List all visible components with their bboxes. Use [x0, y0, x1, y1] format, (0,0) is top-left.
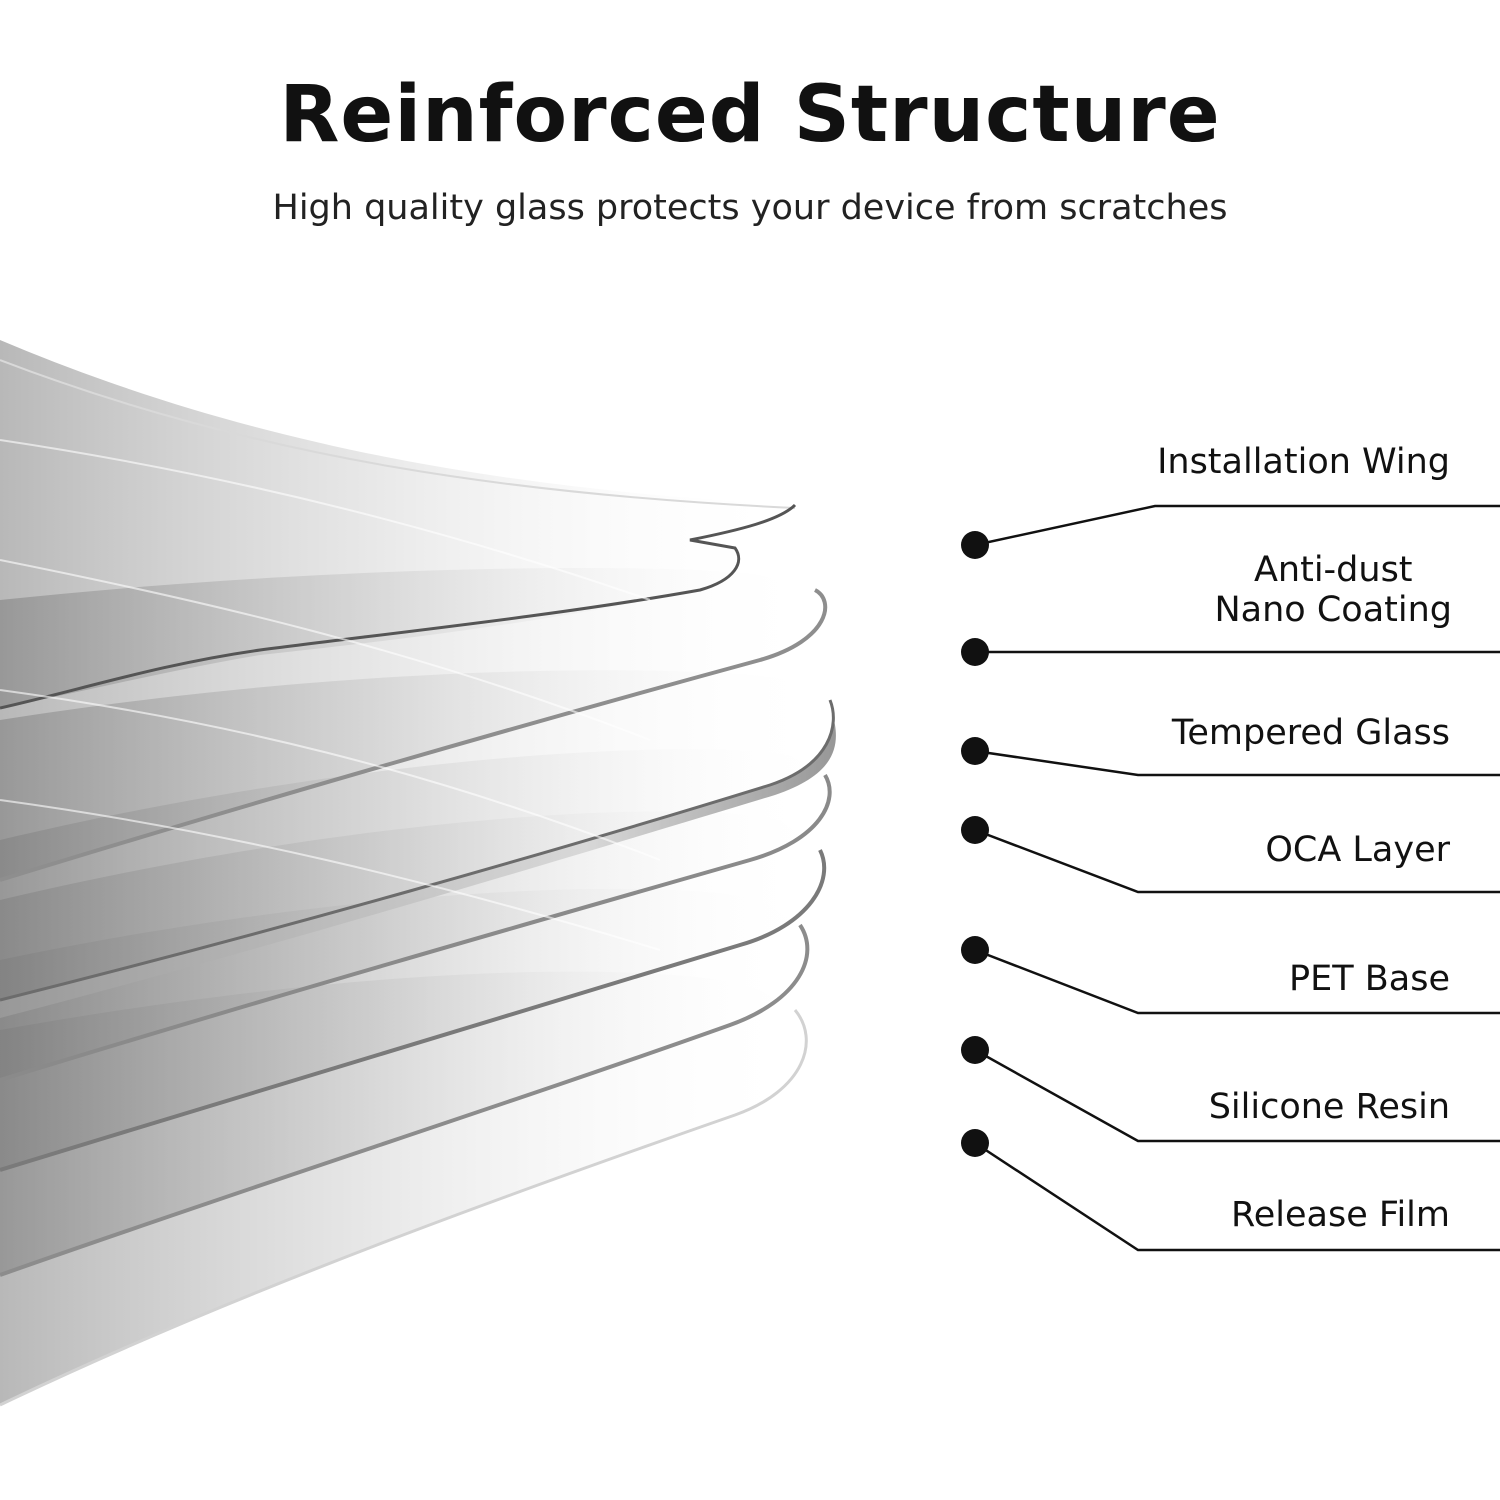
- sheet-reflections: [0, 439, 661, 951]
- page-subtitle: High quality glass protects your device …: [272, 188, 1228, 228]
- label-silicone-resin: Silicone Resin: [1208, 1087, 1450, 1127]
- leader-anti-dust: [961, 638, 1500, 666]
- bullet-dot: [961, 1129, 989, 1157]
- label-pet-base: PET Base: [1289, 959, 1450, 999]
- leader-release-film: [961, 1129, 1500, 1252]
- leader-pet-base: [961, 936, 1500, 1015]
- bullet-dot: [961, 737, 989, 765]
- bullet-dot: [961, 936, 989, 964]
- sheet-installation-wing: [0, 340, 797, 710]
- bullet-dot: [961, 816, 989, 844]
- label-tempered-glass: Tempered Glass: [1171, 713, 1450, 753]
- leader-oca-layer: [961, 816, 1500, 894]
- bullet-dot: [961, 531, 989, 559]
- leader-installation-wing: [961, 504, 1500, 559]
- leader-tempered-glass: [961, 737, 1500, 777]
- page-title: Reinforced Structure: [279, 70, 1221, 160]
- leader-silicone-resin: [961, 1036, 1500, 1143]
- bullet-dot: [961, 638, 989, 666]
- label-anti-dust: Anti-dust Nano Coating: [1215, 550, 1453, 630]
- label-anti-dust-line2: Nano Coating: [1214, 590, 1453, 630]
- label-anti-dust-line1: Anti-dust: [1253, 550, 1413, 590]
- label-release-film: Release Film: [1230, 1195, 1450, 1235]
- label-oca-layer: OCA Layer: [1265, 830, 1450, 870]
- label-installation-wing: Installation Wing: [1157, 442, 1450, 482]
- bullet-dot: [961, 1036, 989, 1064]
